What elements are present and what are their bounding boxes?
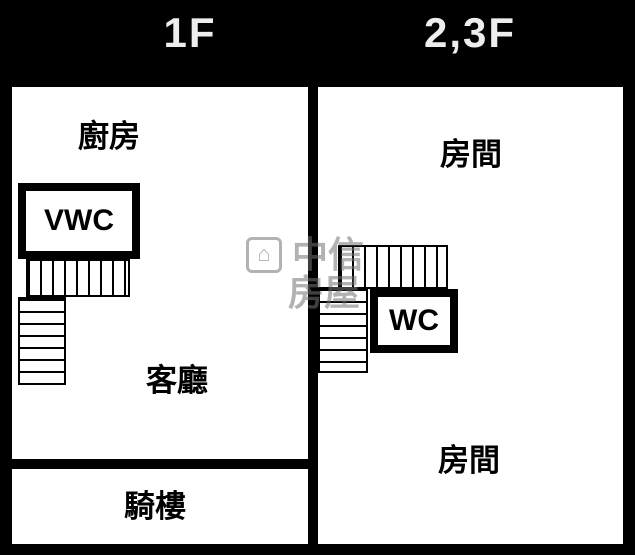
stair-upper-run-right — [338, 245, 448, 289]
toilet-room-right: WC — [370, 289, 458, 353]
stair-lower-run-left — [18, 297, 66, 385]
toilet-room-left: VWC — [18, 183, 140, 259]
living-room-label: 客廳 — [146, 363, 208, 398]
arcade-label: 騎樓 — [124, 489, 186, 524]
floor-plan-right-unit: 房間 WC 房間 — [318, 87, 623, 544]
floor-label-1f: 1F — [163, 9, 217, 56]
floor-plan-left-unit: 廚房 VWC 客廳 騎樓 — [12, 87, 308, 544]
stair-lower-run-right — [318, 287, 368, 373]
floor-label-2-3f: 2,3F — [423, 9, 517, 56]
arcade-dividing-wall — [12, 459, 308, 469]
toilet-label-left: VWC — [44, 204, 114, 237]
toilet-label-right: WC — [389, 304, 439, 337]
stair-upper-run-left — [26, 259, 130, 297]
room-top-label: 房間 — [440, 137, 502, 172]
room-bottom-label: 房間 — [438, 443, 500, 478]
kitchen-label: 廚房 — [78, 119, 140, 154]
